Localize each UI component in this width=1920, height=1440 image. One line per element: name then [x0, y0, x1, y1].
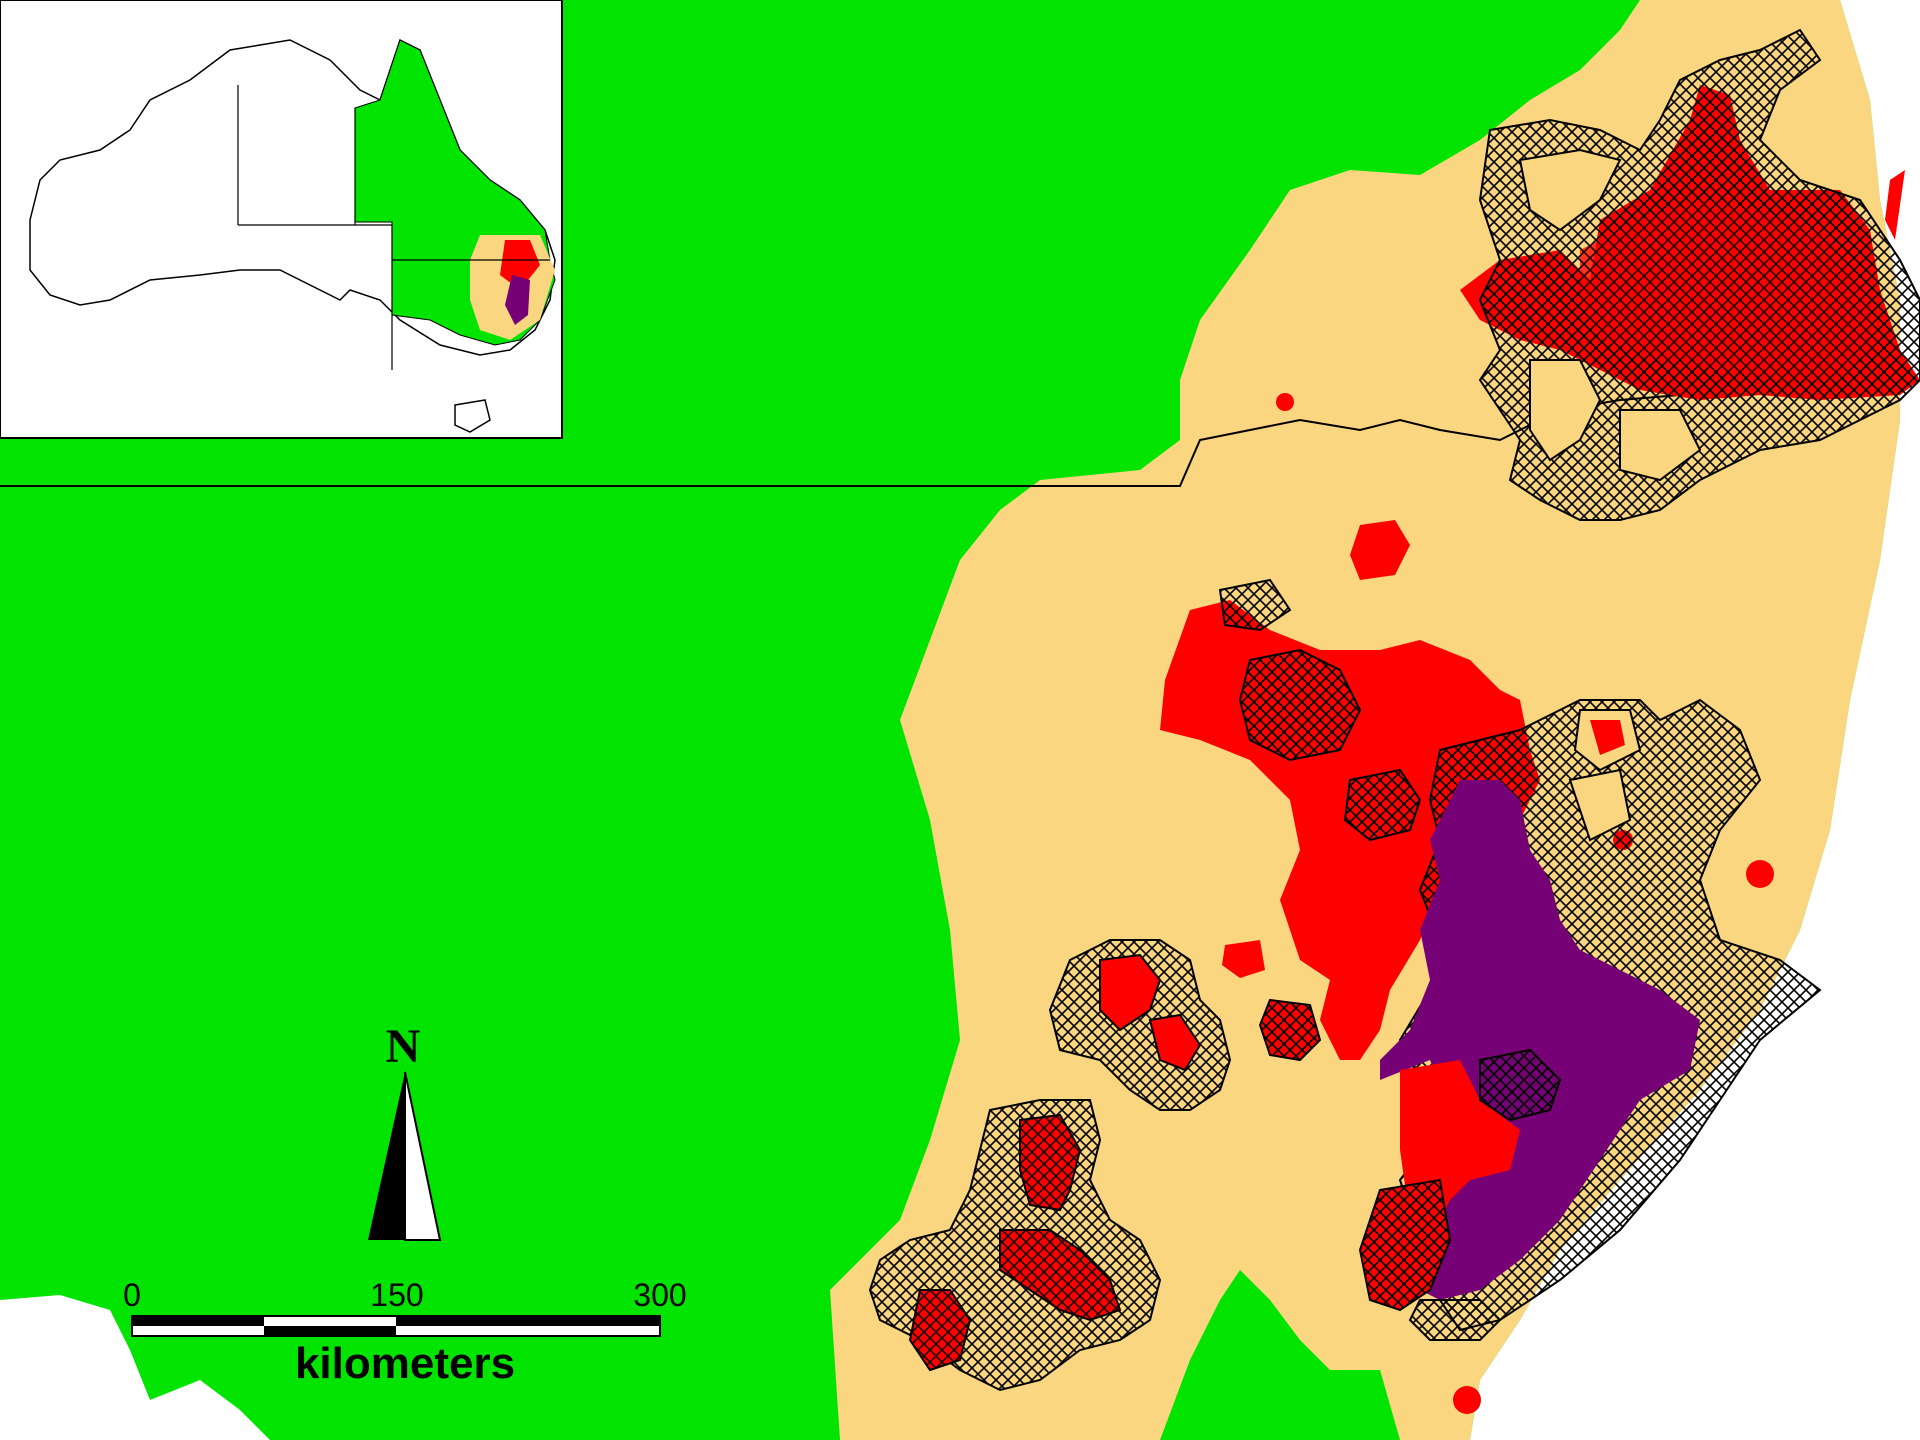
zone-hatch-north-overlay: [1580, 200, 1880, 380]
zone-hatch-in-purple: [1479, 1048, 1562, 1122]
sea-east: [1470, 0, 1920, 1440]
inset-red-zone: [500, 240, 540, 290]
zone-hatch-southwest-purple: [1360, 1180, 1450, 1310]
red-spot-f: [1222, 940, 1265, 978]
scale-tick-0: 0: [123, 1277, 141, 1313]
zone-red-west-a: [1099, 953, 1162, 1032]
red-spot-e: [1453, 1386, 1481, 1414]
scale-bar-seg-2: [264, 1326, 396, 1336]
sea-southwest: [0, 1295, 270, 1440]
red-spot-b: [1350, 520, 1410, 580]
zone-hatch-west-c: [1260, 1000, 1320, 1060]
inset-tasmania: [454, 399, 491, 433]
zone-hatch-central-b: [1218, 578, 1292, 632]
zone-green-south: [1160, 1270, 1400, 1440]
red-spot-a: [1276, 393, 1294, 411]
inset-purple-zone: [505, 275, 530, 325]
north-arrow-dark-half: [368, 1072, 405, 1240]
scale-tick-150: 150: [370, 1277, 423, 1313]
scale-tick-300: 300: [633, 1277, 686, 1313]
zone-tan-hole-east-b: [1568, 768, 1632, 842]
zone-red-hole-east-a: [1590, 720, 1625, 755]
zone-red-west-b: [1148, 1013, 1202, 1072]
scale-units-label: kilometers: [295, 1339, 515, 1388]
inset-locator-map: [0, 0, 563, 439]
zone-tan-hole-north-b: [1529, 359, 1602, 462]
red-spot-c: [1746, 860, 1774, 888]
zone-hatch-central-c: [1343, 768, 1422, 842]
scale-bar: 0 150 300 kilometers: [123, 1277, 687, 1388]
zone-tan-hole-north-a: [1518, 148, 1622, 232]
scale-bar-seg-3: [396, 1316, 660, 1326]
zone-tan-hole-north-c: [1619, 409, 1702, 482]
zone-hatch-central-a: [1238, 648, 1362, 762]
zone-hatch-south-coast: [1408, 1299, 1502, 1341]
scale-bar-seg-1: [132, 1316, 264, 1326]
coastal-red-sliver: [1885, 170, 1905, 240]
zone-hatch-southwest-overlay: [910, 1115, 1120, 1370]
north-arrow-light-half: [404, 1071, 442, 1241]
north-arrow: N: [368, 1020, 442, 1241]
north-arrow-label: N: [386, 1020, 421, 1073]
